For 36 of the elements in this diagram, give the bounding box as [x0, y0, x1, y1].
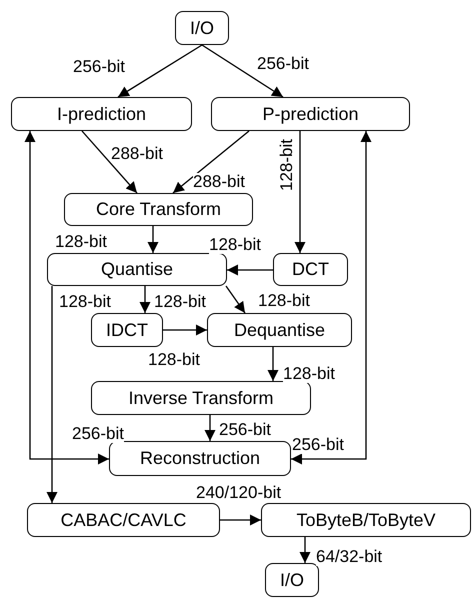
arrow: [82, 130, 138, 194]
process-box: Dequantise: [207, 313, 352, 347]
arrow: [148, 226, 158, 253]
arrow: [140, 286, 150, 313]
edge-label: 256-bit: [72, 425, 124, 443]
arrow: [225, 286, 246, 314]
arrow: [294, 131, 306, 253]
process-box: DCT: [273, 253, 348, 286]
process-box: Core Transform: [64, 193, 253, 226]
arrow: [202, 44, 284, 98]
process-box: ToByteB/ToByteV: [261, 503, 471, 537]
edge-label: 288-bit: [111, 145, 163, 163]
arrow: [220, 514, 261, 526]
process-box: Reconstruction: [109, 441, 291, 476]
arrow: [291, 131, 372, 464]
edge-label: 64/32-bit: [316, 548, 382, 566]
arrow: [268, 347, 278, 381]
edge-label: 256-bit: [292, 436, 344, 454]
process-box: P-prediction: [211, 97, 410, 131]
arrow: [24, 131, 109, 464]
arrow: [118, 44, 202, 98]
process-box: IDCT: [91, 313, 163, 347]
arrow: [300, 537, 310, 563]
process-box: CABAC/CAVLC: [27, 503, 220, 537]
edge-label: 128-bit: [209, 236, 261, 254]
arrow: [46, 286, 58, 503]
process-box: Quantise: [47, 253, 227, 286]
arrow: [172, 130, 250, 194]
arrow: [227, 264, 273, 276]
process-box: Inverse Transform: [91, 381, 311, 415]
process-box: I/O: [175, 11, 229, 45]
edge-label: 128-bit: [283, 365, 335, 383]
arrow: [163, 324, 207, 336]
process-box: I/O: [265, 563, 319, 597]
arrow: [204, 415, 216, 441]
process-box: I-prediction: [11, 97, 192, 131]
